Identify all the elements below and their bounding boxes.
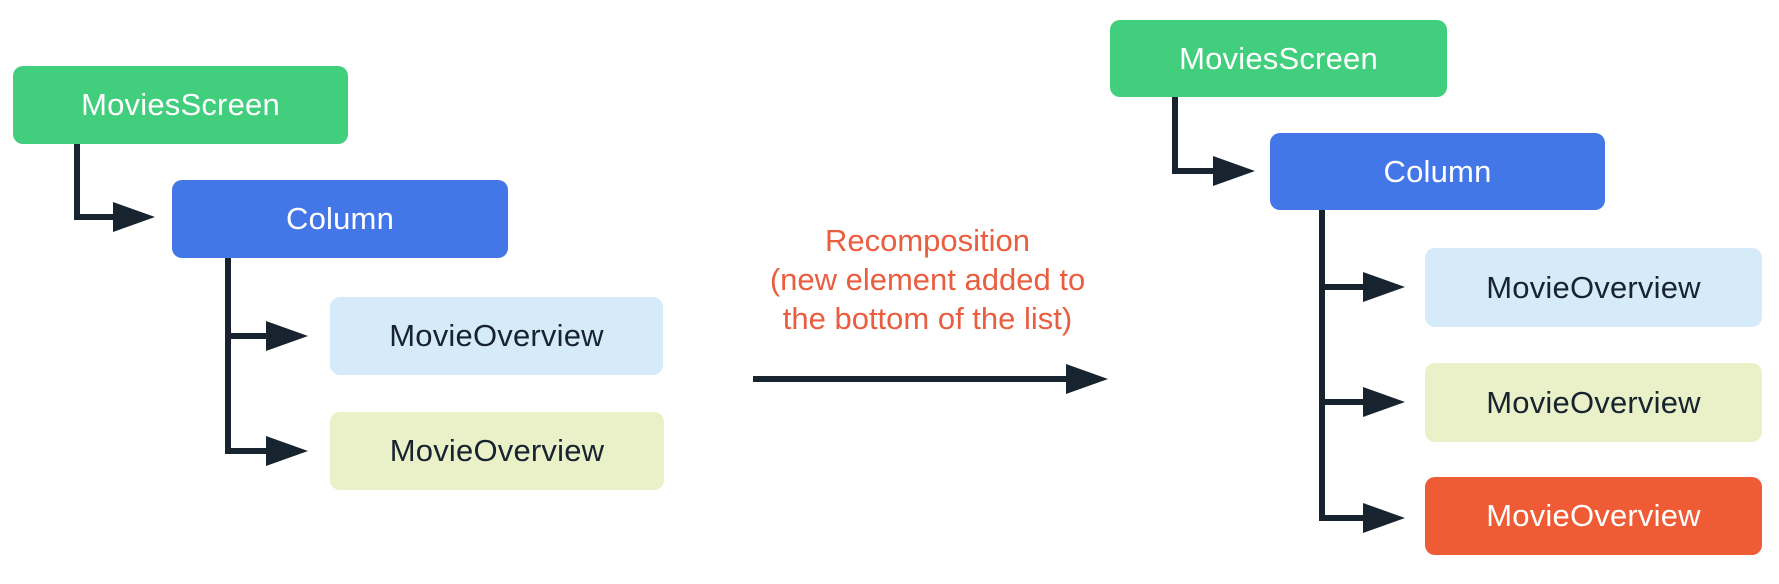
- left-tree-movieoverview-node-1: MovieOverview: [330, 297, 663, 375]
- right-tree-movieoverview-node-1: MovieOverview: [1425, 248, 1762, 327]
- left-tree-column-node: Column: [172, 180, 508, 258]
- left-root-to-column-connector: [74, 143, 155, 232]
- caption-line-3: the bottom of the list): [782, 301, 1073, 336]
- right-tree-column-node: Column: [1270, 133, 1605, 210]
- left-tree-movieoverview-node-2: MovieOverview: [330, 412, 664, 490]
- right-tree-moviesscreen-node: MoviesScreen: [1110, 20, 1447, 97]
- left-tree-moviesscreen-node: MoviesScreen: [13, 66, 348, 144]
- caption-line-2: (new element added to: [769, 262, 1086, 297]
- recomposition-caption: Recomposition (new element added to the …: [745, 221, 1110, 338]
- caption-line-1: Recomposition: [824, 223, 1031, 258]
- right-tree-movieoverview-node-2: MovieOverview: [1425, 363, 1762, 442]
- right-tree-movieoverview-node-3-new: MovieOverview: [1425, 477, 1762, 555]
- right-root-to-column-connector: [1172, 97, 1255, 186]
